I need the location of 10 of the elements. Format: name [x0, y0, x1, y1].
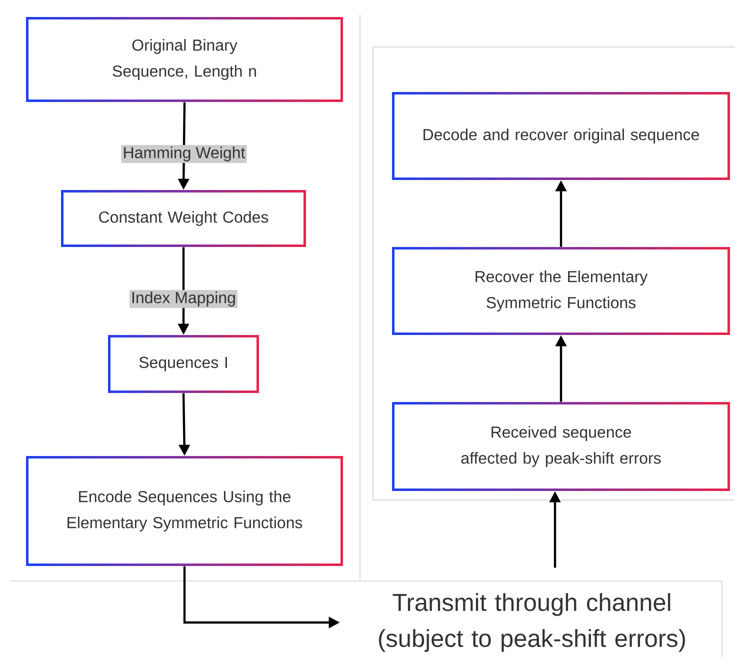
- step-text: Transmit through channel (subject to peak-shift errors): [379, 593, 685, 652]
- edge-label: Hamming Weight: [121, 145, 247, 163]
- process-box: Encode Sequences Using the Elementary Symmetric Functions: [28, 458, 340, 564]
- process-box: Recover the Elementary Symmetric Functions: [394, 250, 728, 332]
- process-box: Sequences I: [110, 338, 256, 390]
- process-box: Decode and recover original sequence: [394, 94, 728, 178]
- edge-label: Index Mapping: [130, 290, 238, 308]
- process-box: Original Binary Sequence, Length n: [28, 20, 340, 100]
- process-box: Constant Weight Codes: [64, 192, 304, 244]
- process-box: Received sequence affected by peak-shift errors: [394, 404, 728, 488]
